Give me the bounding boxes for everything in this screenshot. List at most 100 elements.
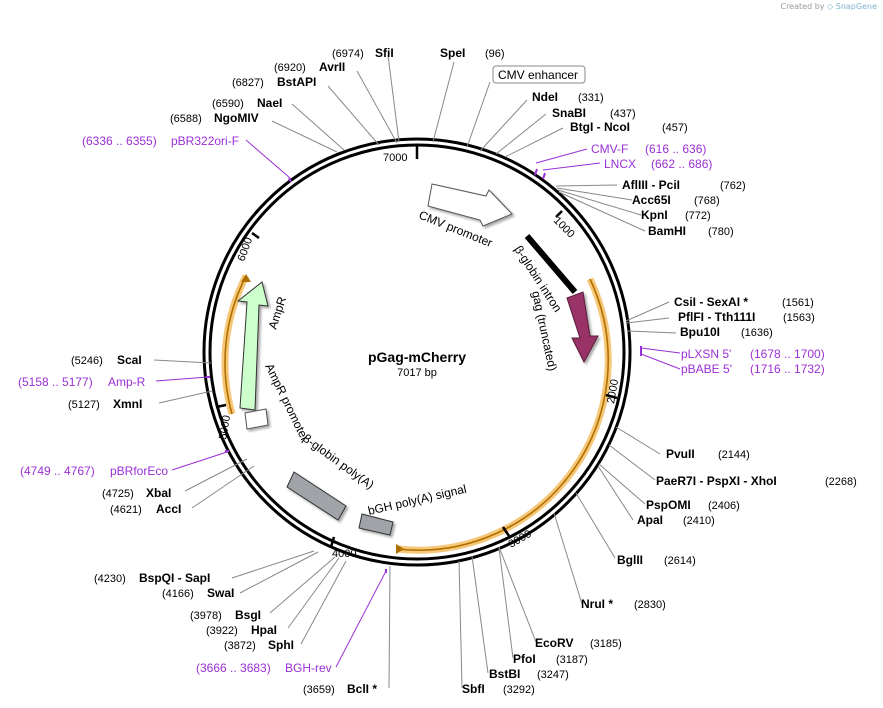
enzyme-pos: (3187) xyxy=(556,654,588,666)
primer-range: (6336 .. 6355) xyxy=(82,134,157,148)
enzyme-pos: (2406) xyxy=(708,500,740,512)
enzyme-name: KpnI xyxy=(641,208,668,222)
primer-labels: (6336 .. 6355) pBR322ori-F CMV-F (616 ..… xyxy=(18,134,825,675)
enzyme-name: SphI xyxy=(268,638,294,652)
tick-label-5000: 5000 xyxy=(217,414,233,440)
enzyme-name: BstBI xyxy=(489,667,520,681)
ampr-label: AmpR xyxy=(266,295,290,331)
credit-prefix: Created by xyxy=(780,2,825,11)
primer-name: pBRforEco xyxy=(110,464,168,478)
snapgene-credit: Created by ◇ SnapGene xyxy=(780,2,877,11)
enzyme-name: SwaI xyxy=(207,586,234,600)
orf-highlight-ampr-core xyxy=(224,275,247,415)
tick-label-7000: 7000 xyxy=(383,152,407,164)
enzyme-pos: (6920) xyxy=(274,62,306,74)
primer-range: (616 .. 636) xyxy=(645,142,706,156)
enzyme-name: SpeI xyxy=(440,46,465,60)
gag-orf-arrowhead xyxy=(396,544,404,554)
enzyme-pos: (1636) xyxy=(741,327,773,339)
enzyme-name: BglII xyxy=(617,553,643,567)
credit-brand: SnapGene xyxy=(835,2,877,11)
enzyme-name: PfoI xyxy=(513,652,536,666)
enzyme-name: EcoRV xyxy=(535,636,573,650)
snapgene-logo-icon: ◇ xyxy=(827,2,834,11)
plasmid-length: 7017 bp xyxy=(397,367,437,379)
enzyme-name: CsiI - SexAI * xyxy=(674,295,748,309)
enzyme-pos: (437) xyxy=(610,108,636,120)
enzyme-name: PaeR7I - PspXI - XhoI xyxy=(656,474,777,488)
enzyme-pos: (2144) xyxy=(718,449,750,461)
enzyme-pos: (6827) xyxy=(232,77,264,89)
tick-label-6000: 6000 xyxy=(236,236,256,263)
plasmid-name: pGag-mCherry xyxy=(368,349,466,365)
ampr-promoter-arrow xyxy=(244,408,269,430)
enzyme-pos: (2268) xyxy=(825,476,857,488)
enzyme-name: SfiI xyxy=(375,46,394,60)
enzyme-name: NgoMIV xyxy=(214,111,259,125)
enzyme-name: AvrII xyxy=(319,60,345,74)
enzyme-pos: (3247) xyxy=(537,669,569,681)
beta-globin-intron-bar xyxy=(524,234,578,294)
enzyme-pos: (1561) xyxy=(782,297,814,309)
enzyme-name: BclI * xyxy=(347,682,377,696)
enzyme-name: PspOMI xyxy=(646,498,691,512)
primer-range: (3666 .. 3683) xyxy=(196,661,271,675)
enzyme-name: AflIII - PciI xyxy=(622,178,680,192)
bgh-polya-box xyxy=(358,513,394,536)
enzyme-name: BsgI xyxy=(235,608,261,622)
enzyme-pos: (6590) xyxy=(212,98,244,110)
enzyme-leader-lines xyxy=(153,54,677,689)
tick-marks xyxy=(215,145,618,548)
enzyme-name: SnaBI xyxy=(552,106,586,120)
enzyme-name: XmnI xyxy=(113,397,142,411)
enzyme-name: BtgI - NcoI xyxy=(570,120,630,134)
enzyme-name: PflFI - Tth111I xyxy=(678,310,755,324)
enzyme-name: HpaI xyxy=(251,623,277,637)
ampr-promoter-label: AmpR promoter xyxy=(262,361,312,443)
primer-name: pBABE 5' xyxy=(681,362,732,376)
enzyme-name: NaeI xyxy=(257,96,282,110)
enzyme-pos: (3659) xyxy=(303,684,335,696)
enzyme-name: Bpu10I xyxy=(680,325,720,339)
gag-feature-arrow xyxy=(566,291,599,364)
enzyme-pos: (772) xyxy=(685,210,711,222)
enzyme-name: SbfI xyxy=(462,682,485,696)
primer-range: (4749 .. 4767) xyxy=(20,464,95,478)
tick-label-4000: 4000 xyxy=(332,548,356,560)
tick-label-3000: 3000 xyxy=(507,528,534,551)
beta-globin-polya-label: β-globin poly(A) xyxy=(300,431,376,492)
enzyme-pos: (768) xyxy=(694,195,720,207)
enzyme-pos: (5127) xyxy=(68,399,100,411)
enzyme-pos: (3922) xyxy=(206,625,238,637)
enzyme-name: NruI * xyxy=(581,597,613,611)
primer-leader-lines xyxy=(155,139,681,668)
primer-range: (1716 .. 1732) xyxy=(750,362,825,376)
enzyme-name: BstAPI xyxy=(277,75,316,89)
enzyme-name: XbaI xyxy=(146,486,171,500)
enzyme-pos: (4725) xyxy=(102,488,134,500)
orf-highlight-gag-core xyxy=(396,278,609,551)
enzyme-pos: (457) xyxy=(662,122,688,134)
tick-label-2000: 2000 xyxy=(605,378,621,404)
enzyme-pos: (4621) xyxy=(110,504,142,516)
primer-name: CMV-F xyxy=(591,142,628,156)
enzyme-pos: (762) xyxy=(720,180,746,192)
primer-name: BGH-rev xyxy=(285,661,332,675)
enzyme-name: NdeI xyxy=(532,90,558,104)
primer-name: pBR322ori-F xyxy=(171,134,239,148)
primer-name: pLXSN 5' xyxy=(681,347,731,361)
enzyme-pos: (2614) xyxy=(664,555,696,567)
enzyme-name: ScaI xyxy=(117,353,142,367)
enzyme-name: Acc65I xyxy=(632,193,671,207)
enzyme-pos: (331) xyxy=(578,92,604,104)
enzyme-pos: (3872) xyxy=(224,640,256,652)
enzyme-name: AccI xyxy=(156,502,181,516)
enzyme-pos: (3292) xyxy=(503,684,535,696)
bgh-polya-signal-label: bGH poly(A) signal xyxy=(367,482,468,518)
enzyme-name: PvuII xyxy=(666,447,695,461)
beta-globin-polya-box xyxy=(286,471,347,521)
cmv-enhancer-label: CMV enhancer xyxy=(498,68,578,82)
primer-range: (5158 .. 5177) xyxy=(18,375,93,389)
primer-range: (662 .. 686) xyxy=(651,157,712,171)
